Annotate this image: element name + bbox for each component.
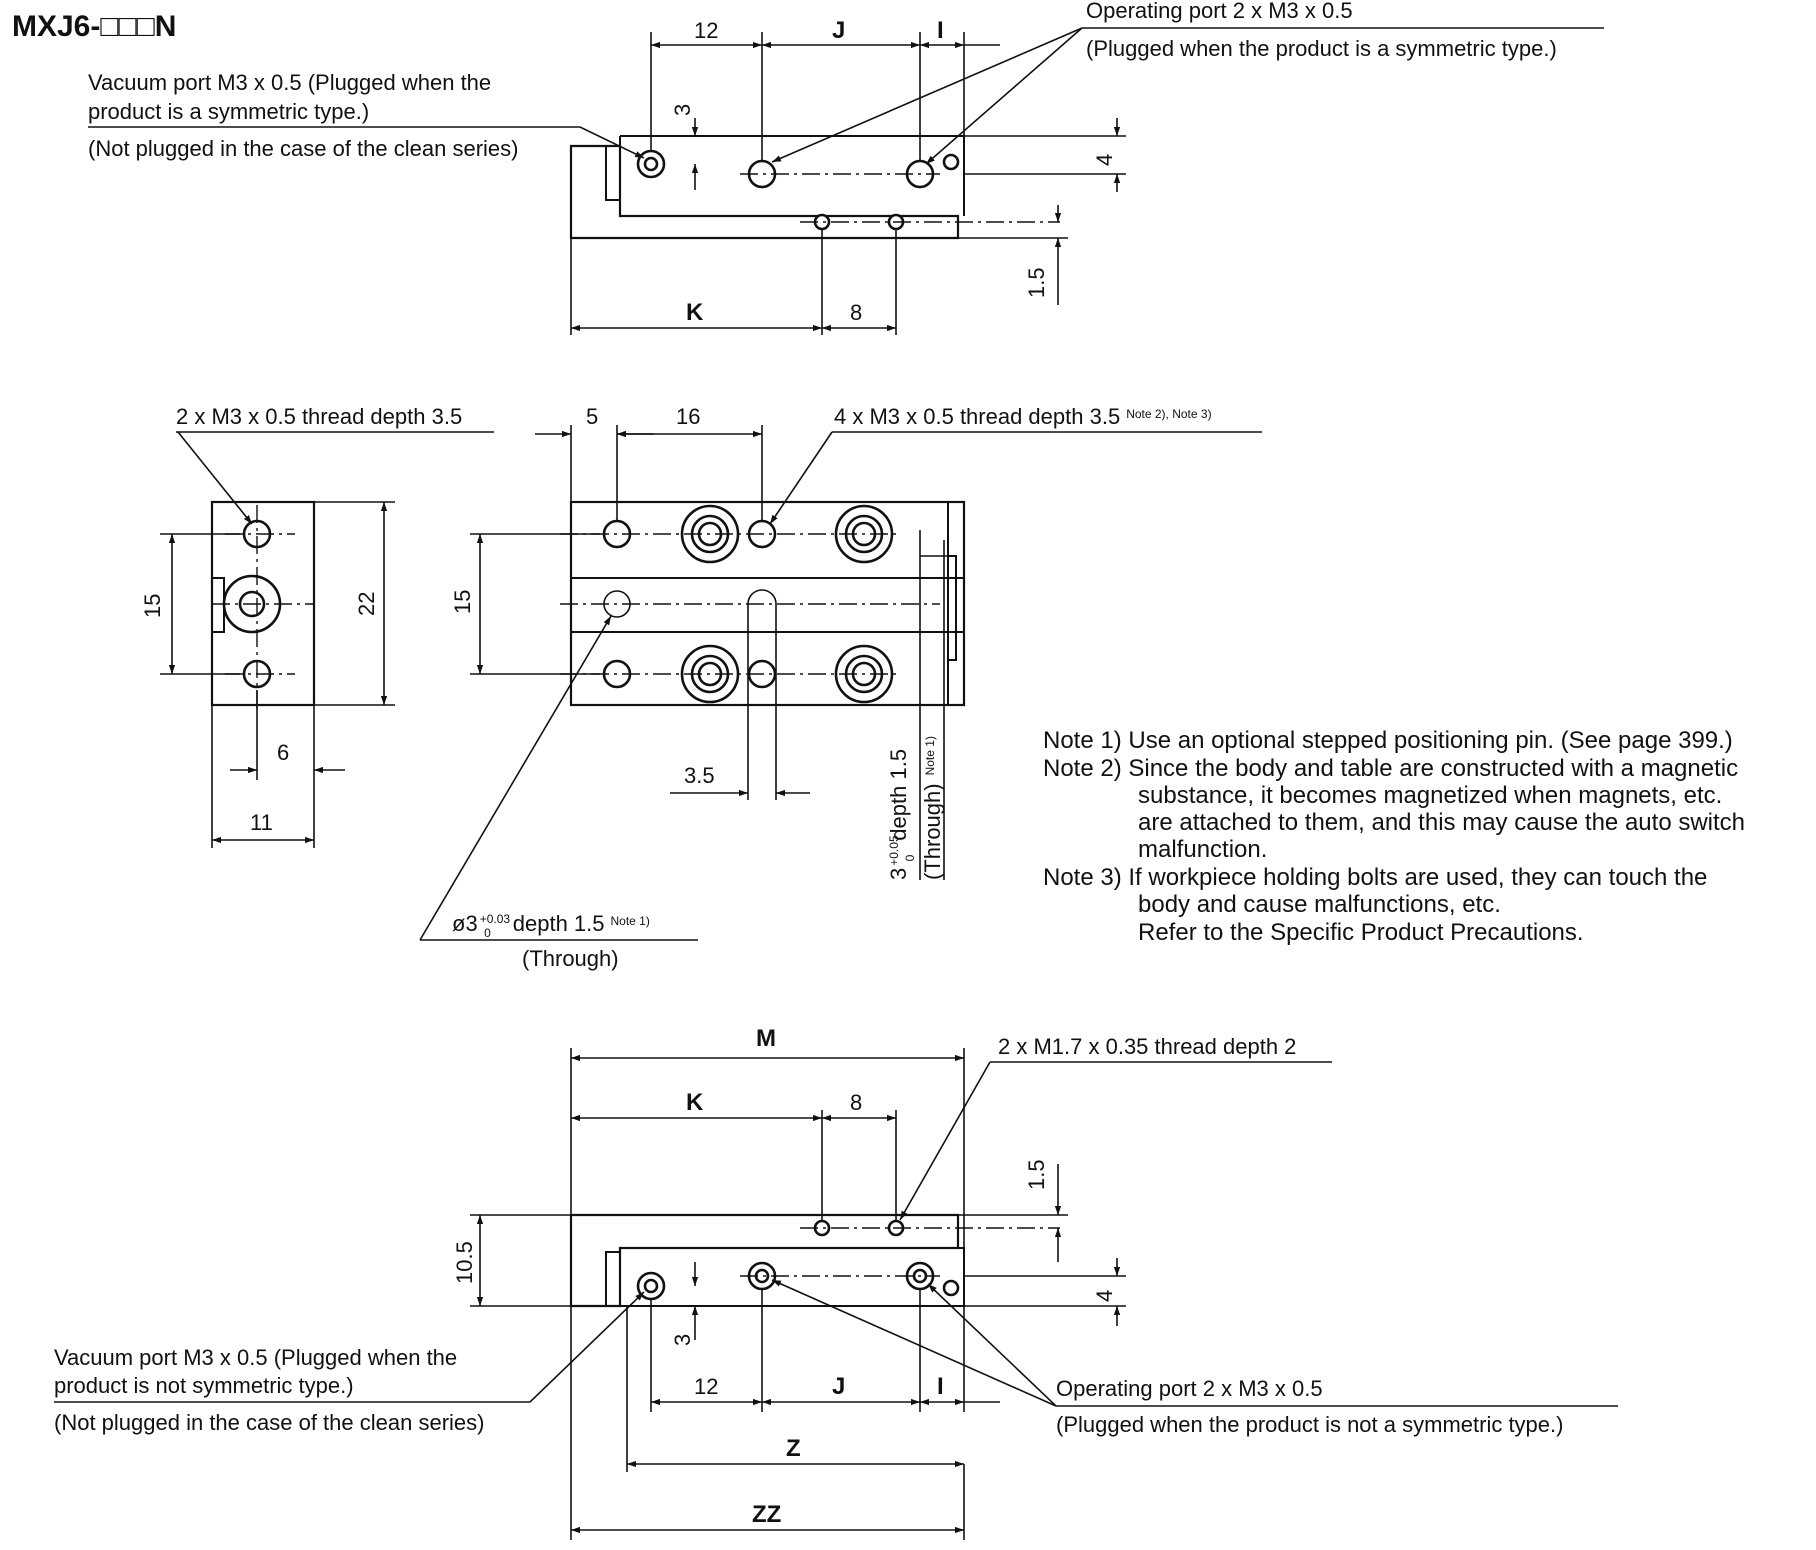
- note-2-line1: Note 2) Since the body and table are con…: [1043, 755, 1738, 782]
- pin-hole-size: 3: [886, 868, 911, 880]
- pin-hole-depth: depth 1.5: [886, 749, 911, 841]
- side-dim-22: 22: [354, 592, 379, 616]
- note-2-line4: malfunction.: [1138, 836, 1267, 863]
- bottom-dim-4: 4: [1092, 1290, 1117, 1302]
- phi-hole-note: Note 1): [611, 914, 650, 928]
- bottom-vacuum-note: (Not plugged in the case of the clean se…: [54, 1410, 484, 1435]
- note-2-line2: substance, it becomes magnetized when ma…: [1138, 782, 1722, 809]
- operating-port-note: (Plugged when the product is a symmetric…: [1086, 36, 1557, 61]
- phi-hole-size: ø3: [452, 911, 478, 936]
- side-dim-11: 11: [250, 810, 273, 835]
- dim-J: J: [832, 17, 845, 44]
- bottom-dim-3: 3: [670, 1334, 695, 1346]
- bottom-dim-I: I: [937, 1373, 944, 1400]
- front-dim-15: 15: [450, 590, 475, 614]
- note-3-line3: Refer to the Specific Product Precaution…: [1138, 919, 1584, 946]
- bottom-dim-10-5: 10.5: [452, 1241, 477, 1284]
- bottom-vacuum-line1: Vacuum port M3 x 0.5 (Plugged when the: [54, 1345, 457, 1370]
- top-view: 12 J I 3 4 1.5 K 8 Operating port 2 x M3…: [88, 0, 1604, 335]
- bottom-dim-K: K: [686, 1089, 704, 1116]
- phi-hole-through: (Through): [522, 946, 619, 971]
- dim-3: 3: [670, 104, 695, 116]
- operating-port-label: Operating port 2 x M3 x 0.5: [1086, 0, 1353, 23]
- bottom-dim-8: 8: [850, 1090, 862, 1115]
- bottom-view: M K 8 2 x M1.7 x 0.35 thread depth 2 1.5…: [54, 1025, 1618, 1540]
- bottom-dim-M: M: [756, 1025, 776, 1052]
- drawing-title: MXJ6-□□□N: [12, 10, 176, 43]
- side-view: 15 22 6 11 2 x M3 x 0.5 thread depth 3.5: [140, 404, 494, 848]
- front-dim-3-5: 3.5: [684, 763, 715, 788]
- bottom-operating-note: (Plugged when the product is not a symme…: [1056, 1412, 1563, 1437]
- vacuum-port-note: (Not plugged in the case of the clean se…: [88, 136, 518, 161]
- pin-hole-note: Note 1): [923, 736, 937, 775]
- front-thread-text: 4 x M3 x 0.5 thread depth 3.5: [834, 404, 1120, 429]
- front-dim-5: 5: [586, 404, 598, 429]
- dim-K: K: [686, 299, 704, 326]
- note-2-line3: are attached to them, and this may cause…: [1138, 809, 1745, 836]
- dim-8: 8: [850, 300, 862, 325]
- dim-1-5: 1.5: [1024, 267, 1049, 298]
- phi-hole-tol-lower: 0: [484, 926, 491, 940]
- note-3-line2: body and cause malfunctions, etc.: [1138, 891, 1501, 918]
- phi-hole-depth: depth 1.5: [513, 911, 605, 936]
- front-thread-label: 4 x M3 x 0.5 thread depth 3.5 Note 2), No…: [834, 404, 1212, 429]
- dim-4: 4: [1092, 154, 1117, 166]
- bottom-dim-1-5: 1.5: [1024, 1159, 1049, 1190]
- phi-hole-tol-upper: +0.03: [480, 912, 511, 926]
- vacuum-port-line1: Vacuum port M3 x 0.5 (Plugged when the: [88, 70, 491, 95]
- pin-hole-through-group: (Through) Note 1): [920, 736, 945, 880]
- pin-hole-tol-upper: +0.05: [887, 835, 901, 866]
- note-3-line1: Note 3) If workpiece holding bolts are u…: [1043, 864, 1707, 891]
- bottom-operating-port: Operating port 2 x M3 x 0.5: [1056, 1376, 1323, 1401]
- bottom-vacuum-line2: product is not symmetric type.): [54, 1373, 354, 1398]
- pin-hole-through: (Through): [920, 783, 945, 880]
- dim-I: I: [937, 17, 944, 44]
- bottom-thread-label: 2 x M1.7 x 0.35 thread depth 2: [998, 1034, 1296, 1059]
- bottom-dim-12: 12: [694, 1374, 718, 1399]
- bottom-dim-J: J: [832, 1373, 845, 1400]
- vacuum-port-line2: product is a symmetric type.): [88, 99, 369, 124]
- front-dim-16: 16: [676, 404, 700, 429]
- note-1: Note 1) Use an optional stepped position…: [1043, 727, 1733, 754]
- pin-hole-tol-lower: 0: [903, 854, 917, 861]
- side-thread-label: 2 x M3 x 0.5 thread depth 3.5: [176, 404, 462, 429]
- side-dim-6: 6: [277, 740, 289, 765]
- side-dim-15: 15: [140, 594, 165, 618]
- front-thread-note: Note 2), Note 3): [1126, 407, 1211, 421]
- bottom-dim-Z: Z: [786, 1435, 801, 1462]
- bottom-dim-ZZ: ZZ: [752, 1501, 781, 1528]
- notes: Note 1) Use an optional stepped position…: [1043, 727, 1745, 946]
- dim-12: 12: [694, 18, 718, 43]
